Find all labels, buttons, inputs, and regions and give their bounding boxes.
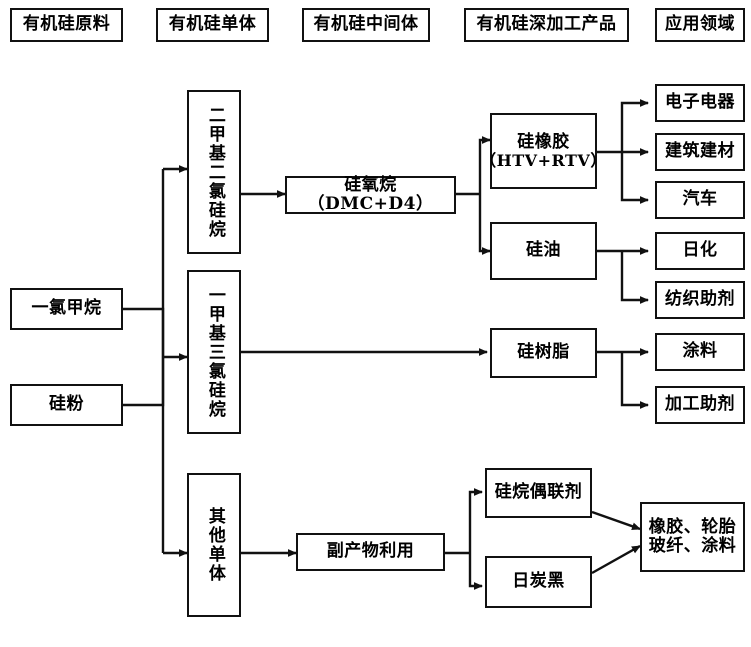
application-electronics: 电子电器	[655, 84, 745, 122]
header-raw-materials: 有机硅原料	[10, 8, 123, 42]
application-textile-auxiliaries: 纺织助剂	[655, 281, 745, 319]
application-coatings: 涂料	[655, 333, 745, 371]
application-label-line1: 橡胶、轮胎	[648, 516, 737, 537]
monomer-label: 其他单体	[204, 507, 225, 583]
application-rubber-tire-fiberglass-coatings: 橡胶、轮胎 玻纤、涂料	[640, 502, 745, 572]
header-intermediates: 有机硅中间体	[302, 8, 430, 42]
header-applications: 应用领域	[655, 8, 745, 42]
raw-material-silicon-powder: 硅粉	[10, 384, 123, 426]
product-silicone-rubber: 硅橡胶 （HTV+RTV）	[480, 113, 606, 189]
monomer-other: 其他单体	[187, 473, 241, 617]
application-label-line2: 玻纤、涂料	[648, 536, 737, 556]
raw-material-chloromethane: 一氯甲烷	[10, 288, 123, 330]
intermediate-byproduct-utilization: 副产物利用	[296, 533, 445, 571]
application-construction: 建筑建材	[655, 133, 745, 171]
header-monomers: 有机硅单体	[156, 8, 269, 42]
product-label-line1: 硅橡胶	[517, 131, 570, 152]
application-automotive: 汽车	[655, 181, 745, 219]
monomer-methyltrichlorosilane: 一甲基三氯硅烷	[187, 270, 241, 434]
product-silicone-resin: 硅树脂	[490, 328, 597, 378]
product-white-carbon-black: 日炭黑	[485, 556, 592, 608]
header-processed-products: 有机硅深加工产品	[464, 8, 629, 42]
product-label-line2: （HTV+RTV）	[480, 150, 607, 170]
application-processing-aids: 加工助剂	[655, 386, 745, 424]
monomer-label: 二甲基二氯硅烷	[204, 105, 225, 239]
monomer-label: 一甲基三氯硅烷	[204, 285, 225, 419]
product-silane-coupling-agent: 硅烷偶联剂	[485, 468, 592, 518]
product-silicone-oil: 硅油	[490, 222, 597, 280]
monomer-dimethyldichlorosilane: 二甲基二氯硅烷	[187, 90, 241, 254]
intermediate-siloxane: 硅氧烷（DMC+D4）	[285, 175, 456, 214]
application-daily-chemicals: 日化	[655, 232, 745, 270]
